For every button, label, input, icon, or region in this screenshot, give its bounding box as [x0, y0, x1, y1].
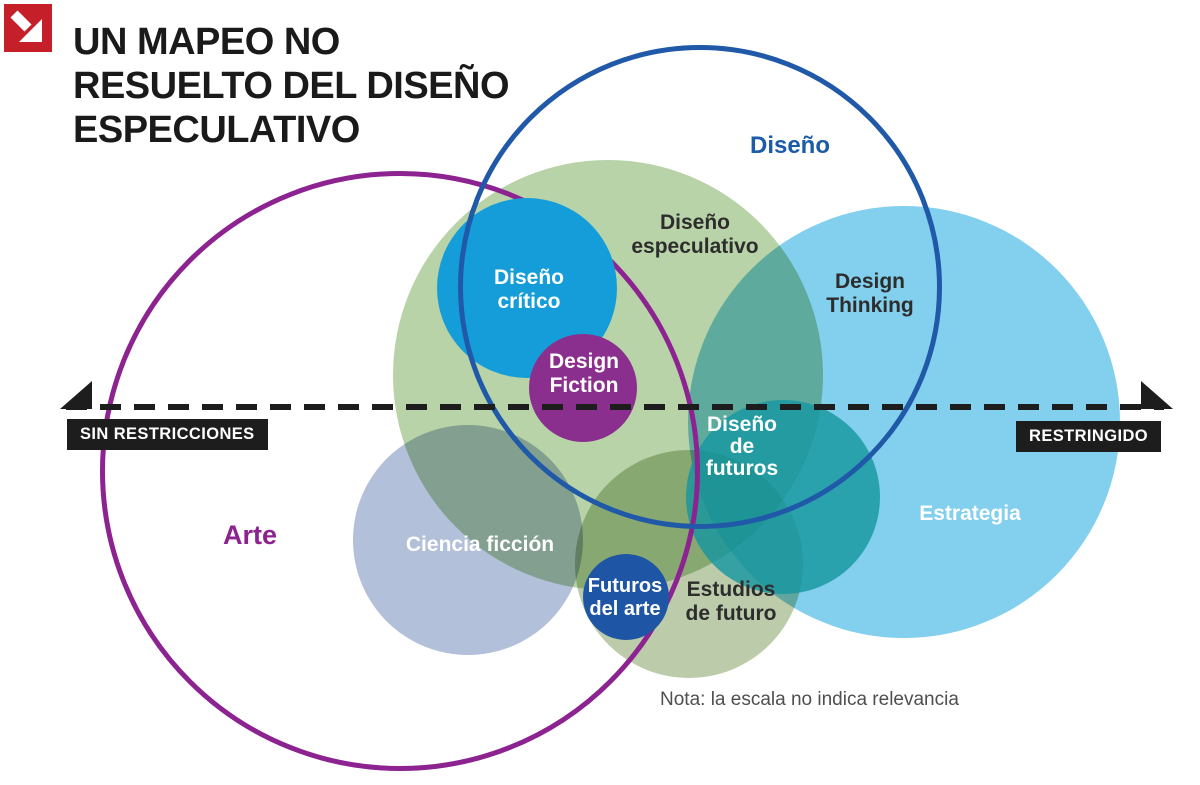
logo-mark	[4, 4, 52, 52]
label-art-futures: Futuros del arte	[587, 575, 663, 620]
circle-outline-design	[458, 45, 942, 529]
axis-label-restricted: RESTRINGIDO	[1016, 421, 1161, 452]
axis-arrow-right-icon	[1141, 381, 1173, 409]
arrow-down-right-icon	[10, 10, 42, 42]
axis-arrow-left-icon	[60, 381, 92, 409]
label-strategy: Estrategia	[919, 502, 1021, 525]
label-art-group: Arte	[222, 520, 277, 550]
axis-label-unrestricted: SIN RESTRICCIONES	[67, 419, 268, 450]
label-design-thinking: Design Thinking	[826, 270, 914, 318]
label-design-group: Diseño	[749, 132, 830, 159]
label-futures-design: Diseño de futuros	[705, 413, 779, 481]
circle-art-futures	[583, 554, 669, 640]
scale-note: Nota: la escala no indica relevancia	[660, 689, 959, 710]
label-speculative-design: Diseño especulativo	[631, 211, 759, 259]
label-science-fiction: Ciencia ficción	[405, 533, 555, 556]
label-design-fiction: Design Fiction	[548, 350, 619, 398]
label-future-studies: Estudios de futuro	[685, 578, 777, 626]
page-title: UN MAPEO NO RESUELTO DEL DISEÑO ESPECULA…	[73, 21, 510, 152]
label-critical-design: Diseño crítico	[493, 266, 564, 314]
axis-line	[66, 404, 1164, 410]
